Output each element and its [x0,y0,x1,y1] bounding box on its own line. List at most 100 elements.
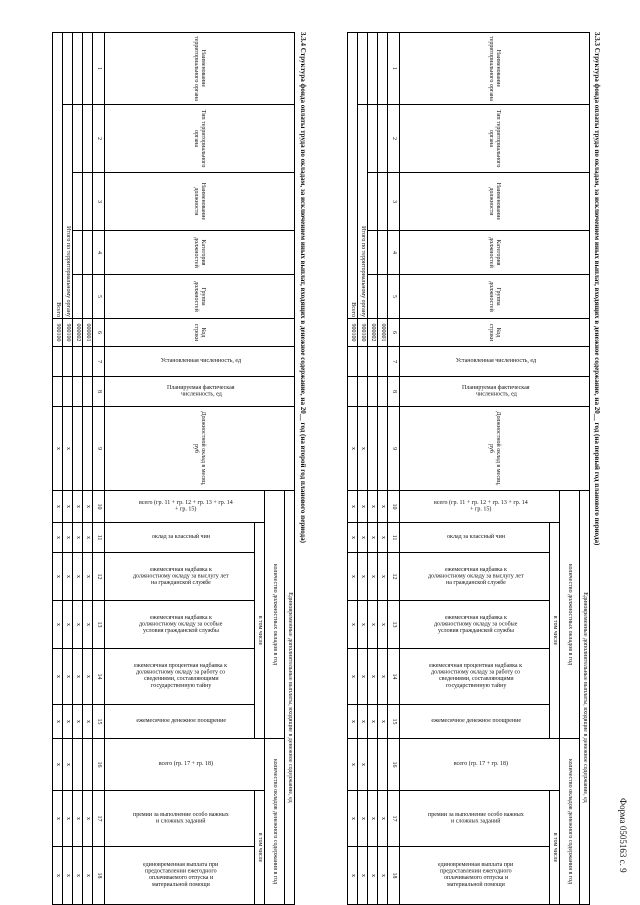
column-number: 16 [387,738,400,791]
cell-position-name[interactable] [367,172,378,231]
cell-territorial-type[interactable] [377,104,388,173]
x-mark-cell: x [52,790,63,847]
cell-position-name[interactable] [82,172,93,231]
section-title-3-3-4: 3.3.4 Структура фонда оплаты труда по ок… [299,32,307,543]
hdr-territorial-type: Тип территориального органа [104,104,295,173]
cell-category[interactable] [72,230,83,275]
cell-row-code: 000001 [82,318,93,347]
cell-group[interactable] [367,274,378,319]
x-mark-cell: x [82,490,93,523]
cell-territorial-type[interactable] [367,104,378,173]
cell-territorial-name[interactable] [72,32,83,105]
row-label-total-territorial: Итого по территориальному органу [62,104,73,319]
form-number: Форма 0505163 с. 9 [618,798,628,873]
row-label-grand-total: Всего [52,32,63,319]
cell-planned [347,376,358,407]
cell-planned [62,376,73,407]
column-number: 12 [92,552,105,601]
cell-planned[interactable] [82,376,93,407]
x-mark-cell: x [357,522,368,553]
x-mark-cell: x [52,846,63,905]
cell-salary[interactable] [82,406,93,491]
cell-category[interactable] [82,230,93,275]
x-mark-cell: x [52,704,63,739]
cell-planned[interactable] [72,376,83,407]
x-mark-cell: x [347,552,358,601]
x-mark-cell: x [357,846,368,905]
hdr-total-16: всего (гр. 17 + гр. 18) [104,738,265,791]
cell-established[interactable] [82,346,93,377]
hdr-c13: ежемесячная надбавка к должностному окла… [104,600,255,649]
cell-territorial-name[interactable] [367,32,378,105]
hdr-planned-actual: Планируемая фактическая численность, ед [399,376,590,407]
column-number: 3 [92,172,105,231]
cell-territorial-name [357,32,368,105]
row-label-total-territorial: Итого по территориальному органу [357,104,368,319]
x-mark-cell: x [367,522,378,553]
row-label-grand-total: Всего [347,32,358,319]
hdr-territorial-name: Наименование территориального органа [104,32,295,105]
cell-group[interactable] [82,274,93,319]
column-number: 11 [387,522,400,553]
column-number: 14 [92,648,105,705]
hdr-group: Группа должностей [104,274,295,319]
column-number: 7 [92,346,105,377]
cell-row-code: 000002 [72,318,83,347]
cell-group[interactable] [72,274,83,319]
cell-salary[interactable] [72,406,83,491]
cell-territorial-name[interactable] [82,32,93,105]
x-mark-cell [82,738,93,791]
x-mark-cell: x [347,406,358,491]
cell-category[interactable] [367,230,378,275]
x-mark-cell: x [357,738,368,791]
hdr-category: Категория должностей [399,230,590,275]
column-number: 9 [92,406,105,491]
x-mark-cell: x [72,552,83,601]
x-mark-cell: x [52,552,63,601]
column-number: 4 [92,230,105,275]
x-mark-cell: x [72,490,83,523]
column-number: 5 [92,274,105,319]
x-mark-cell: x [62,600,73,649]
cell-planned[interactable] [367,376,378,407]
cell-territorial-type[interactable] [82,104,93,173]
cell-position-name[interactable] [377,172,388,231]
cell-territorial-name[interactable] [377,32,388,105]
x-mark-cell: x [367,846,378,905]
hdr-count-salaries: количество должностных окладов в год [559,490,580,739]
cell-established [357,346,368,377]
x-mark-cell: x [72,522,83,553]
x-mark-cell: x [377,790,388,847]
hdr-c11: оклад за классный чин [399,522,550,553]
cell-salary[interactable] [367,406,378,491]
cell-established [347,346,358,377]
cell-group[interactable] [377,274,388,319]
cell-established[interactable] [377,346,388,377]
cell-established[interactable] [367,346,378,377]
cell-established[interactable] [72,346,83,377]
x-mark-cell: x [357,648,368,705]
hdr-c17: премии за выполнение особо важных и слож… [104,790,255,847]
cell-position-name[interactable] [72,172,83,231]
x-mark-cell: x [82,790,93,847]
x-mark-cell: x [367,704,378,739]
hdr-position-name: Наименование должности [399,172,590,231]
cell-row-code: 900100 [52,318,63,347]
cell-territorial-type[interactable] [72,104,83,173]
x-mark-cell: x [62,704,73,739]
column-number: 8 [387,376,400,407]
x-mark-cell: x [377,704,388,739]
cell-salary[interactable] [377,406,388,491]
x-mark-cell: x [367,600,378,649]
cell-category[interactable] [377,230,388,275]
x-mark-cell: x [357,406,368,491]
cell-established [62,346,73,377]
hdr-c12: ежемесячная надбавка к должностному окла… [399,552,550,601]
cell-planned[interactable] [377,376,388,407]
column-number: 6 [387,318,400,347]
